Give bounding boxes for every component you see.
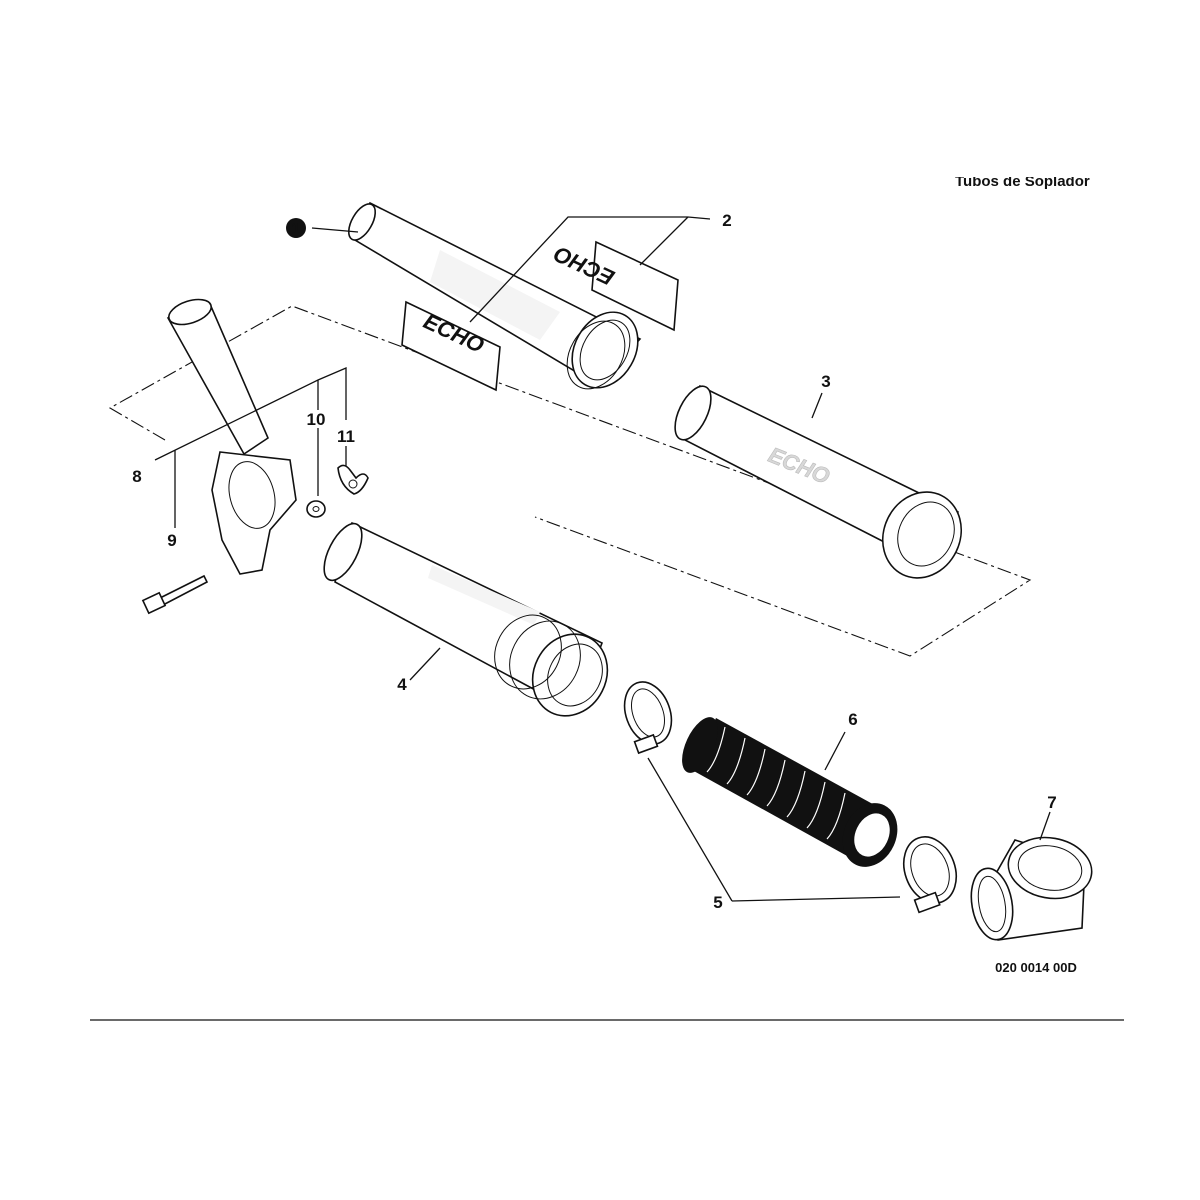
bolt-part-9 [141, 574, 209, 615]
washer-part-10 [306, 500, 326, 518]
wingnut-part-11 [337, 464, 369, 495]
callout-1: 1 [286, 218, 306, 238]
callout-6-label: 6 [848, 710, 857, 729]
callout-8-label: 8 [132, 467, 141, 486]
callout-3-label: 3 [821, 372, 830, 391]
clamp-part-5b [902, 836, 958, 914]
handle-part-8 [166, 298, 297, 575]
drawing-code: 020 0014 00D [995, 960, 1077, 975]
pipe-part-3: ECHO [674, 384, 963, 579]
callout-11-label: 11 [337, 427, 355, 446]
callout-2-label: 2 [722, 211, 731, 230]
title-clip-mask [940, 160, 1120, 177]
callout-9-label: 9 [167, 531, 176, 550]
callout-4-label: 4 [397, 675, 407, 694]
callout-7-label: 7 [1047, 793, 1056, 812]
clamp-part-5a [623, 681, 673, 755]
callout-5-label: 5 [713, 893, 722, 912]
diagram-title: Tubos de Soplador [955, 173, 1090, 190]
callout-1-label: 1 [291, 219, 300, 238]
assembly-outline [108, 305, 1032, 657]
hose-part-6 [682, 717, 898, 867]
elbow-part-7 [970, 836, 1093, 941]
pipe-part-4 [323, 521, 609, 717]
callout-10-label: 10 [307, 410, 326, 429]
leader-lines [154, 216, 1051, 902]
